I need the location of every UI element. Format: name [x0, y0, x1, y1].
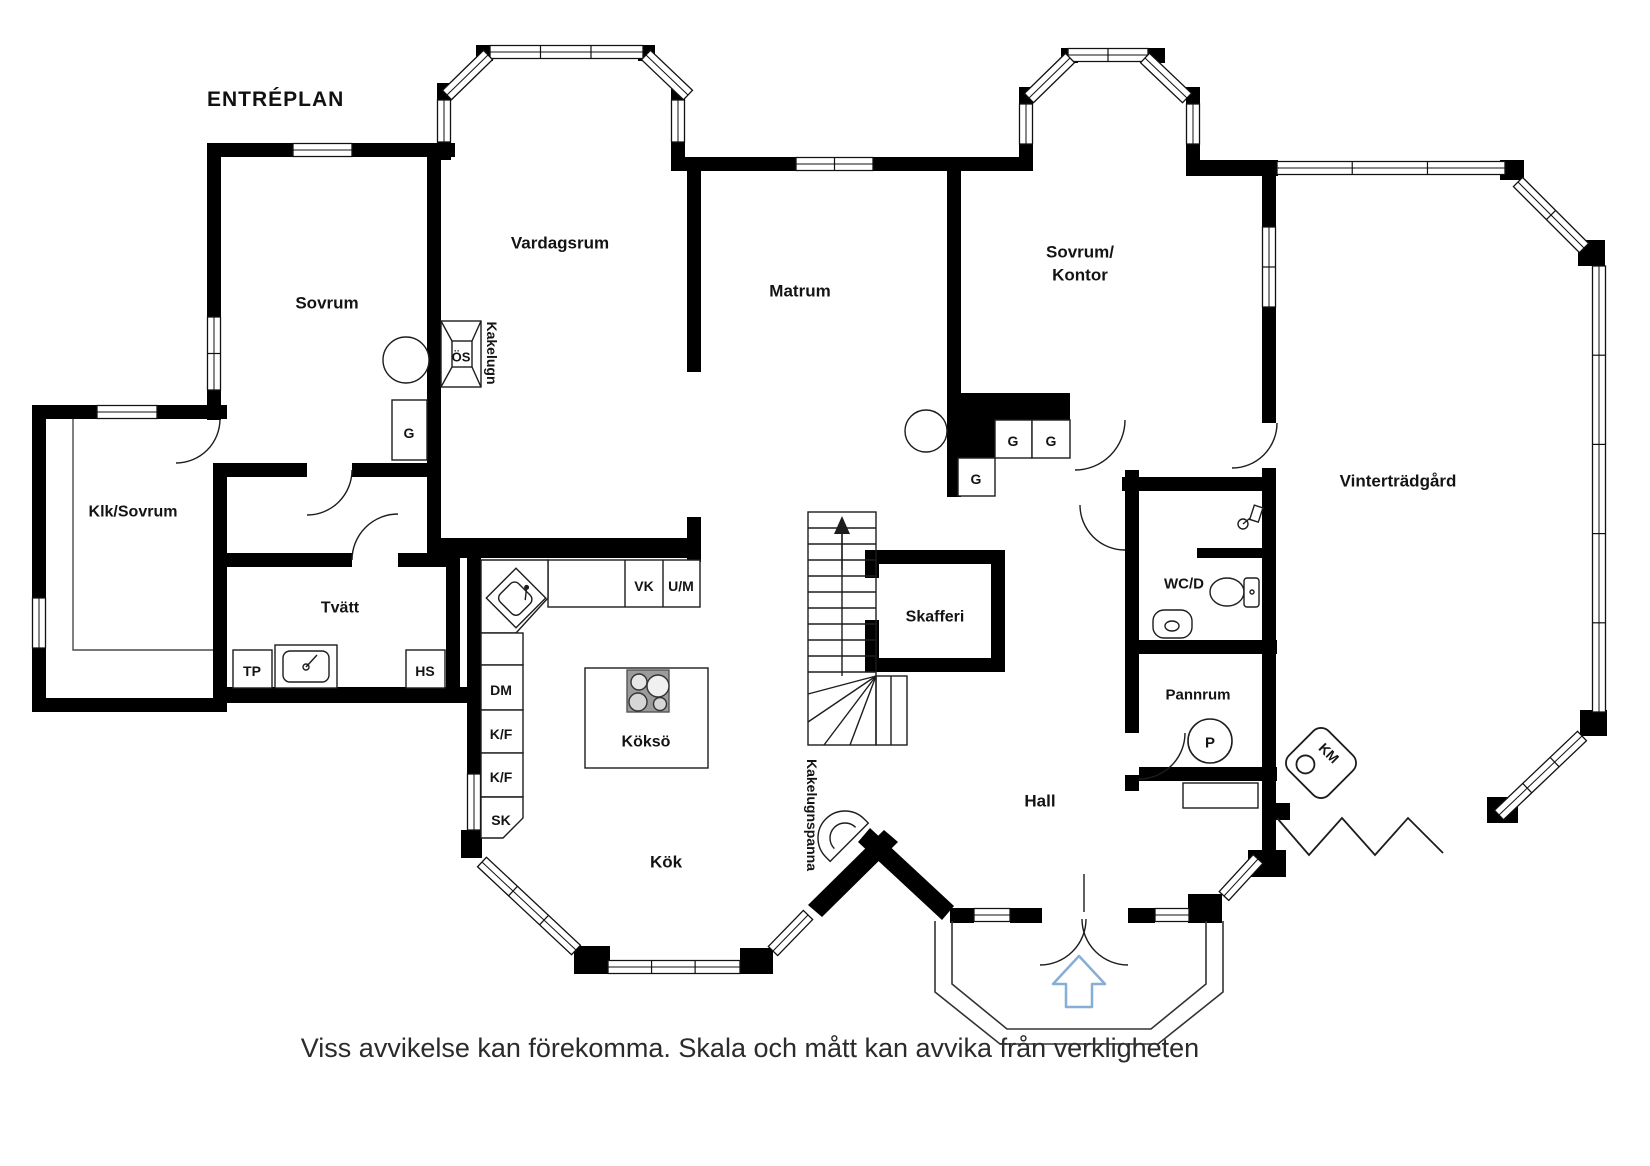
label-sovrum-kontor-line1: Sovrum/ [1046, 243, 1114, 262]
label-vk: VK [634, 578, 653, 594]
window [1139, 52, 1193, 104]
round-stove-matrum-icon [904, 409, 948, 453]
window [96, 404, 158, 420]
corner-sink-icon [485, 567, 547, 629]
window [31, 597, 47, 649]
stairs [807, 511, 908, 746]
window [607, 959, 741, 975]
window [1154, 907, 1190, 923]
kitchen-island [584, 667, 709, 769]
label-g-1: G [1008, 433, 1019, 449]
door-arc [351, 513, 399, 561]
windows-layer [31, 44, 1607, 975]
doors-layer [175, 418, 1278, 966]
shower-icon [1237, 504, 1264, 530]
label-matrum: Matrum [769, 282, 830, 301]
door-arc [306, 469, 353, 516]
window [206, 316, 222, 391]
window [436, 99, 452, 143]
closet-boxes [391, 399, 1259, 809]
window [640, 49, 694, 101]
label-pannrum: Pannrum [1165, 687, 1230, 704]
window [1512, 176, 1590, 254]
window [1067, 47, 1149, 63]
page-title: ENTRÉPLAN [207, 88, 345, 111]
door-arc [1079, 504, 1126, 551]
label-kf-2: K/F [490, 769, 513, 785]
label-sk: SK [491, 812, 510, 828]
window [1493, 730, 1588, 821]
wc-fixtures [1152, 504, 1264, 639]
window [1591, 265, 1607, 713]
bench [1182, 782, 1259, 809]
window [292, 142, 353, 158]
label-kokso: Köksö [622, 734, 671, 751]
label-kakelugn: Kakelugn [484, 321, 500, 384]
label-vardagsrum: Vardagsrum [511, 234, 609, 253]
entry-arrow-icon [1051, 954, 1107, 1009]
kitchen-counters [480, 559, 701, 839]
label-hall: Hall [1024, 792, 1055, 811]
window [1018, 103, 1034, 145]
door-arc [1231, 422, 1278, 469]
window [476, 856, 582, 956]
label-g-sovrum: G [404, 425, 415, 441]
door-arc [1074, 419, 1126, 471]
label-kf-1: K/F [490, 726, 513, 742]
label-wcd: WC/D [1164, 576, 1204, 593]
door-gaps [307, 461, 398, 569]
door-arc [1081, 918, 1129, 966]
hs-box [405, 649, 446, 689]
window [1185, 103, 1201, 145]
label-tvatt: Tvätt [321, 600, 360, 617]
window [466, 773, 482, 831]
klk-closet-line [72, 419, 213, 651]
label-sovrum-kontor-line2: Kontor [1052, 266, 1108, 285]
tp-box [232, 649, 273, 689]
label-os: ÖS [452, 350, 471, 365]
label-klk-sovrum: Klk/Sovrum [89, 504, 178, 521]
label-tp: TP [243, 663, 261, 679]
km-appliance-icon [1285, 727, 1357, 799]
window [767, 909, 814, 957]
window [1276, 160, 1506, 176]
window [795, 156, 874, 172]
door-arc [1039, 918, 1087, 966]
kakelugn-stove-icon [440, 320, 482, 388]
window [670, 99, 686, 143]
label-sovrum: Sovrum [295, 294, 358, 313]
kakelugnspanna-stove-icon [817, 810, 870, 863]
boiler-icon [1187, 718, 1233, 764]
round-stove-sovrum-icon [382, 336, 430, 384]
disclaimer-text: Viss avvikelse kan förekomma. Skala och … [300, 1033, 1200, 1063]
label-hs: HS [415, 663, 434, 679]
door-arc [1138, 732, 1186, 780]
label-g-3: G [971, 471, 982, 487]
label-vintertradgard: Vinterträdgård [1340, 472, 1457, 491]
window [441, 49, 494, 101]
label-kok: Kök [650, 853, 683, 872]
zigzag-open-boundary [1276, 816, 1444, 857]
window [1218, 853, 1264, 902]
label-um: U/M [668, 578, 694, 594]
label-p: P [1205, 735, 1215, 752]
stairs-up-arrow-icon [834, 516, 850, 534]
laundry-fixtures [232, 644, 446, 689]
label-g-2: G [1046, 433, 1057, 449]
entry-porch [934, 921, 1224, 1045]
toilet-icon [1209, 577, 1245, 607]
window [1023, 52, 1076, 104]
label-dm: DM [490, 682, 512, 698]
label-skafferi: Skafferi [906, 609, 965, 626]
window [489, 44, 644, 60]
window [973, 907, 1011, 923]
door-arc [175, 418, 221, 464]
label-kakelugnspanna: Kakelugnspanna [804, 759, 820, 871]
window [1261, 226, 1277, 308]
